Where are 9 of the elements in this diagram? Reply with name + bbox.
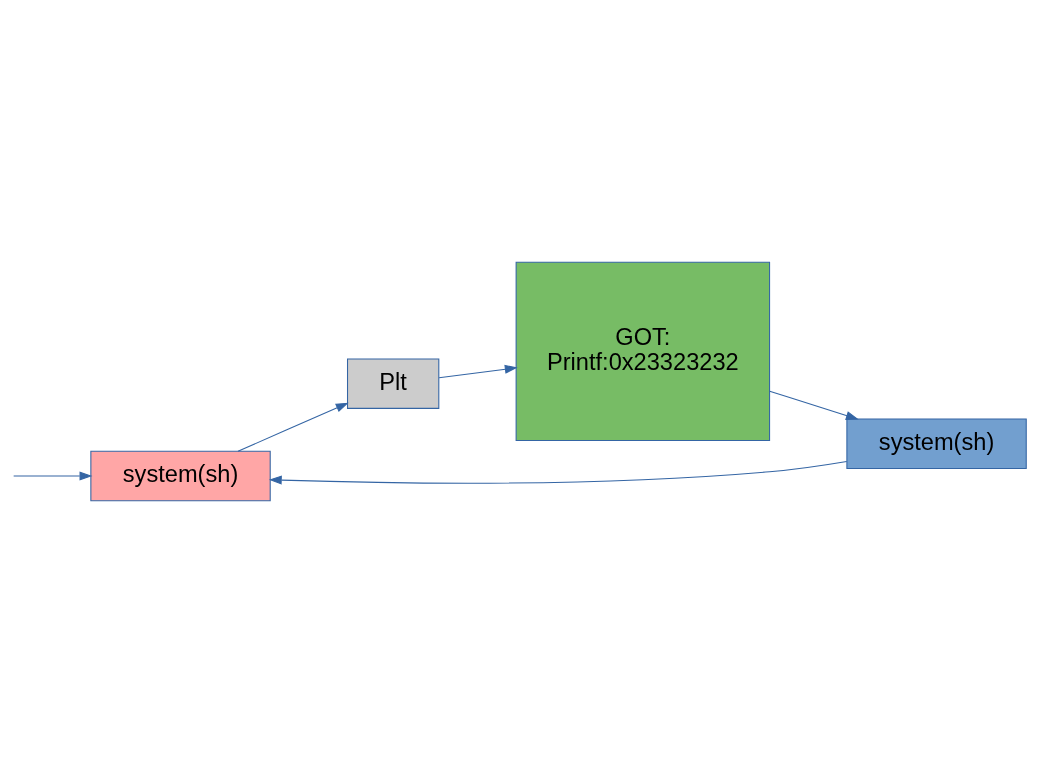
arrow [268, 460, 848, 485]
arrow [438, 364, 518, 379]
node-box: GOT: Printf:0x23323232 [515, 261, 771, 442]
arrow [13, 471, 93, 481]
node-box: system(sh) [90, 450, 271, 502]
node-box: system(sh) [846, 418, 1027, 470]
arrow [237, 402, 349, 452]
arrow [769, 390, 859, 420]
node-box: Plt [347, 358, 440, 409]
